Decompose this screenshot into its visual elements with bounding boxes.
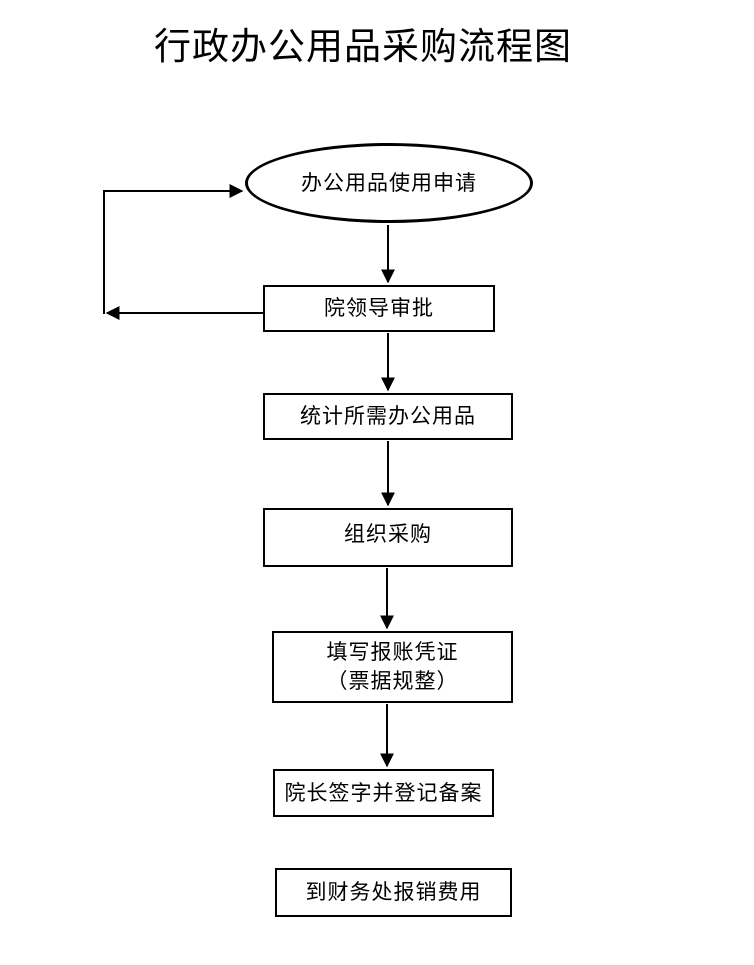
approval-box: 院领导审批 <box>263 285 495 332</box>
purchase-label: 组织采购 <box>344 522 432 546</box>
page-title: 行政办公用品采购流程图 <box>154 27 572 68</box>
voucher-label-line2: （票据规整） <box>326 669 459 693</box>
purchase-box: 组织采购 <box>263 508 513 567</box>
reimburse-label: 到财务处报销费用 <box>305 880 482 904</box>
count-supplies-label: 统计所需办公用品 <box>300 404 476 428</box>
sign-register-label: 院长签字并登记备案 <box>284 780 483 805</box>
start-ellipse: 办公用品使用申请 <box>245 143 533 223</box>
sign-register-box: 院长签字并登记备案 <box>273 769 494 817</box>
voucher-label-line1: 填写报账凭证 <box>326 640 459 664</box>
arrow-feedback-to-start <box>103 184 244 314</box>
voucher-box: 填写报账凭证 （票据规整） <box>272 631 513 703</box>
count-supplies-box: 统计所需办公用品 <box>263 393 513 440</box>
approval-label: 院领导审批 <box>324 296 434 320</box>
start-label: 办公用品使用申请 <box>301 170 477 195</box>
reimburse-box: 到财务处报销费用 <box>275 868 512 917</box>
